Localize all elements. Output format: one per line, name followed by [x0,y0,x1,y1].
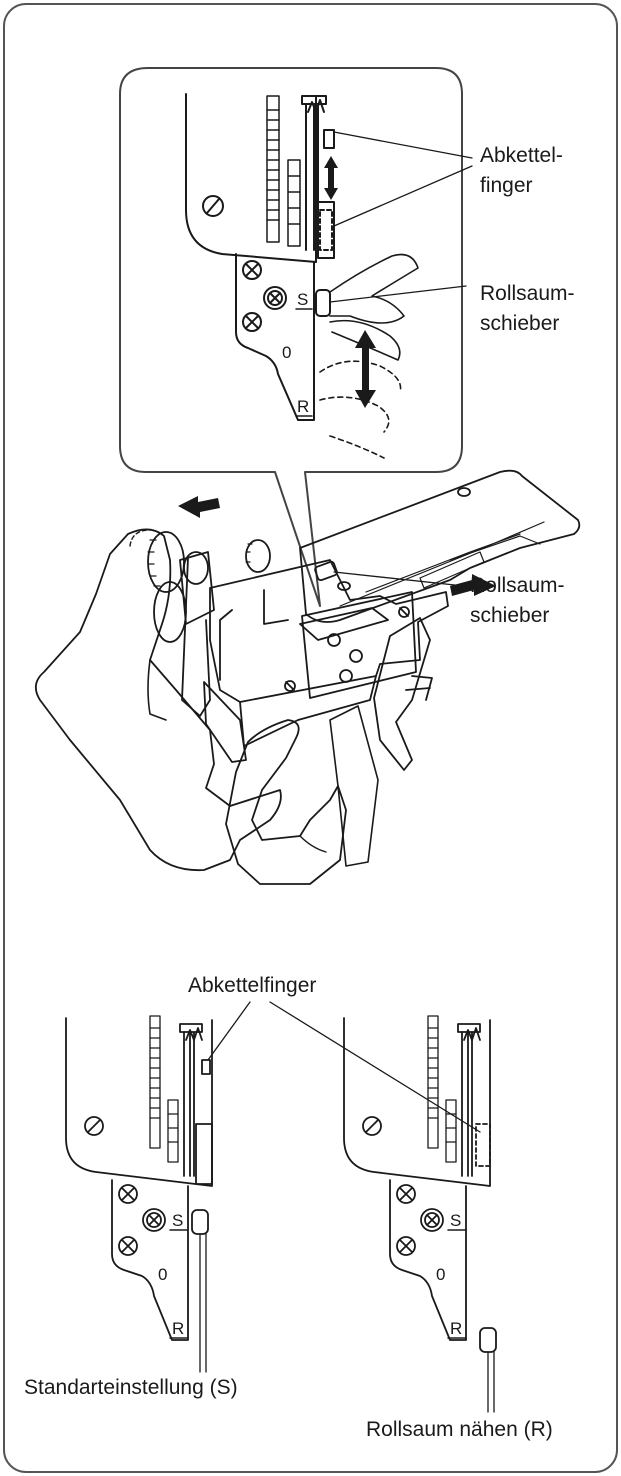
dial-knob [147,531,271,593]
inset-lever-knob [315,289,331,317]
right-hand-drawing [225,719,347,885]
inset-screw-icon [242,260,287,332]
main-lever-label-line1: Rollsaum- [470,574,565,597]
inset-lever-label-line1: Rollsaum- [480,282,575,305]
inset-callout: S 0 R [119,67,473,607]
inset-looper-label-line2: finger [480,174,533,197]
pull-arrow-right-icon [450,574,496,596]
pull-arrow-left-icon [178,496,220,518]
rolled-lever-knob [479,1327,497,1353]
standard-s-mark: S [172,1211,183,1230]
lever-knob [314,560,338,582]
inset-looper-label-line1: Abkettel- [480,144,563,167]
machine-body [209,559,449,703]
needle-plate [299,469,581,623]
inset-bubble [119,67,463,607]
standard-r-mark: R [172,1319,184,1338]
inset-screw-icon [202,195,224,217]
inset-lower-plate [235,253,315,421]
rolled-s-mark: S [450,1211,461,1230]
inset-r-mark: R [297,397,309,416]
main-lever-label-line2: schieber [470,604,549,627]
machine-illustration [147,469,581,771]
standard-setting-diagram [65,1015,213,1341]
left-hand-drawing [34,528,282,872]
inset-lever-slide-arrow-icon [355,330,376,408]
bottom-looper-label: Abkettelfinger [188,974,316,997]
rolled-hem-label: Rollsaum nähen (R) [366,1418,553,1441]
inset-s-mark: S [297,290,308,309]
inset-updown-arrow-icon [324,156,338,200]
rolled-zero-mark: 0 [436,1265,445,1284]
inset-needle-plate [185,93,317,263]
standard-lever-knob [191,1209,209,1235]
inset-zero-mark: 0 [282,343,291,362]
rolled-hem-diagram [343,1015,497,1353]
inset-lever-label-line2: schieber [480,312,559,335]
standard-setting-label: Standarteinstellung (S) [24,1376,238,1399]
rolled-r-mark: R [450,1319,462,1338]
outer-frame [3,3,618,1473]
inset-stitch-finger [301,95,335,259]
standard-zero-mark: 0 [158,1265,167,1284]
inset-feed-dog [266,95,301,247]
